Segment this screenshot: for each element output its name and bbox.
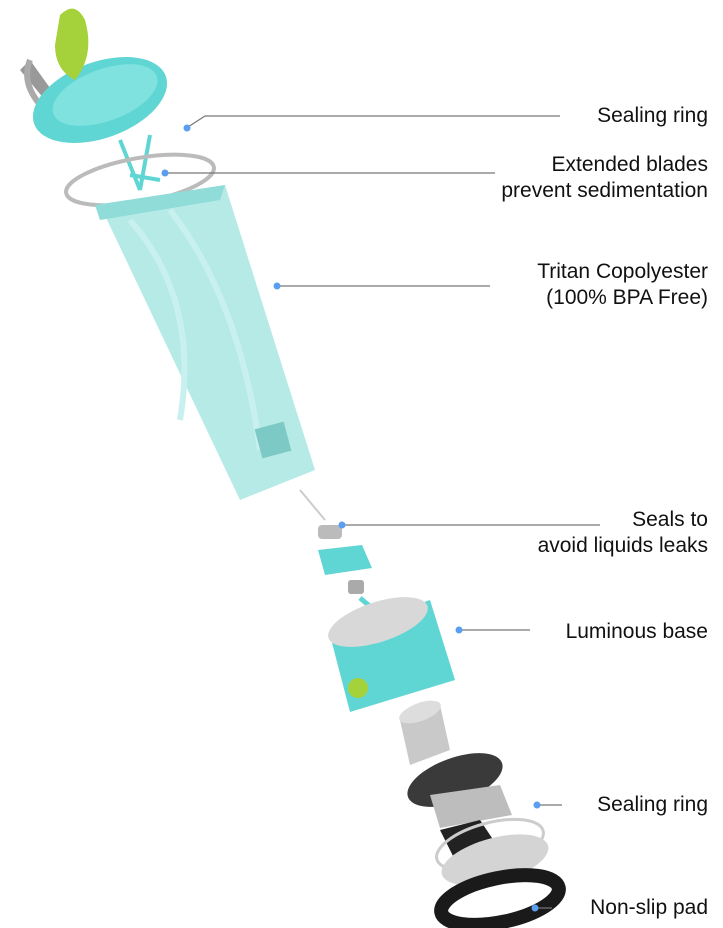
battery bbox=[430, 785, 512, 828]
label-blades-line1: Extended blades bbox=[551, 153, 708, 176]
callout-dots bbox=[161, 124, 541, 912]
seal-parts bbox=[318, 525, 374, 610]
label-blades-line2: prevent sedimentation bbox=[501, 179, 708, 202]
label-tritan-line2: (100% BPA Free) bbox=[546, 286, 708, 309]
motor bbox=[399, 700, 450, 765]
circuit-board bbox=[407, 753, 503, 807]
label-tritan-line1: Tritan Copolyester bbox=[537, 260, 708, 283]
label-seals: Seals to avoid liquids leaks bbox=[538, 507, 708, 559]
label-sealing-ring-top: Sealing ring bbox=[597, 104, 708, 127]
cup bbox=[95, 185, 315, 500]
luminous-base bbox=[328, 597, 455, 712]
lid bbox=[20, 8, 168, 191]
label-seals-line2: avoid liquids leaks bbox=[537, 534, 708, 557]
label-blades: Extended blades prevent sedimentation bbox=[501, 152, 708, 204]
label-sealing-ring-bottom: Sealing ring bbox=[597, 793, 708, 816]
label-luminous-base: Luminous base bbox=[565, 620, 708, 643]
label-tritan: Tritan Copolyester (100% BPA Free) bbox=[537, 259, 708, 311]
label-seals-line1: Seals to bbox=[632, 508, 708, 531]
leader-lines bbox=[166, 115, 600, 909]
label-non-slip-pad: Non-slip pad bbox=[590, 896, 708, 919]
non-slip-pad bbox=[434, 868, 566, 928]
